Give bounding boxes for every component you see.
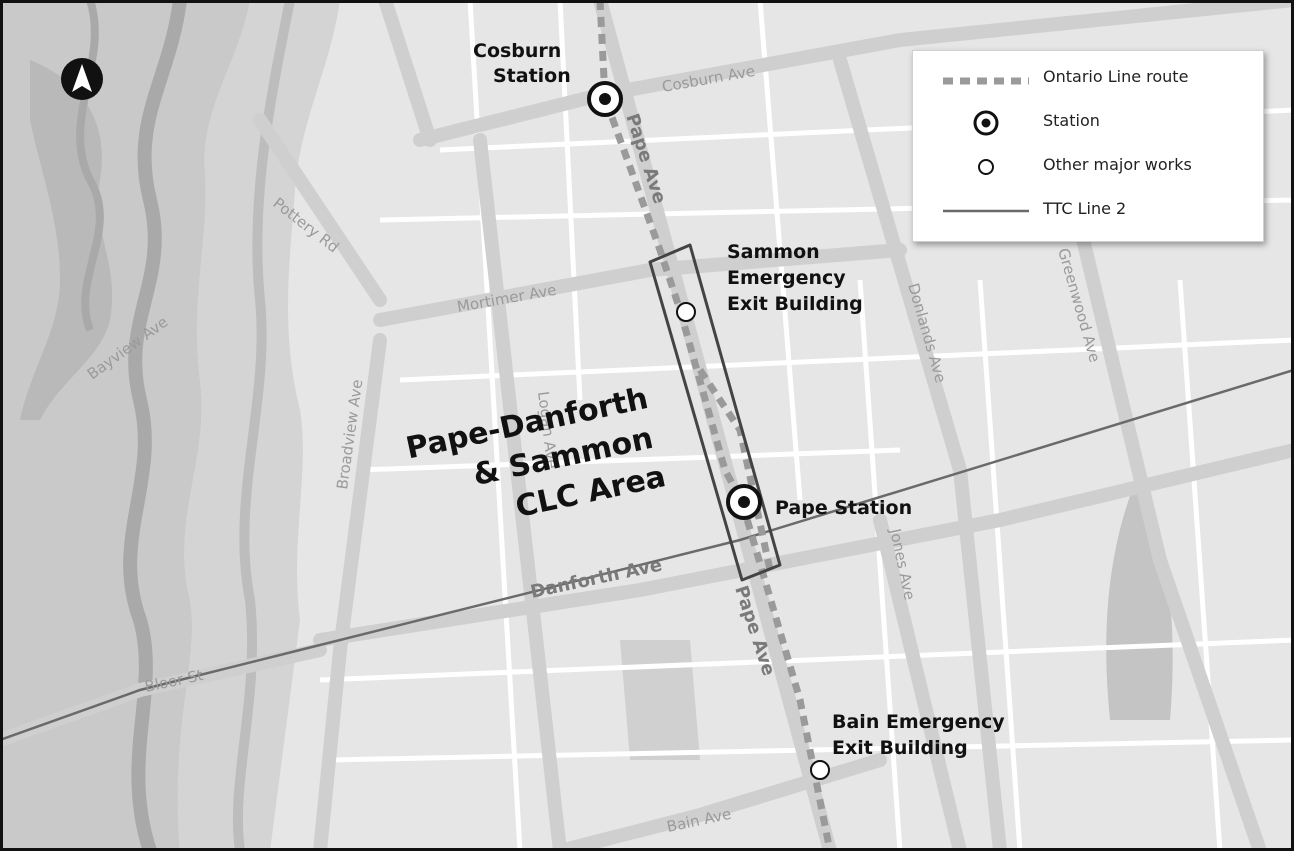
ontario-line-route xyxy=(596,0,834,852)
legend-label-station: Station xyxy=(1043,111,1100,130)
pape-station-label: Pape Station xyxy=(775,497,912,519)
ttc-line-2 xyxy=(0,368,1294,742)
bain-exit-label-line2: Exit Building xyxy=(832,737,968,759)
ttc-line-2-icon xyxy=(943,209,1029,213)
ontario-line-spur xyxy=(697,368,774,571)
sammon-exit-label-line3: Exit Building xyxy=(727,293,863,315)
small-park xyxy=(620,640,700,760)
other-major-works-icon xyxy=(978,159,994,175)
legend-item-works: Other major works xyxy=(913,147,1263,187)
station-icon xyxy=(973,110,999,136)
sammon-exit-label-line2: Emergency xyxy=(727,267,846,289)
clc-area-outline xyxy=(648,243,782,582)
bain-exit-label-line1: Bain Emergency xyxy=(832,711,1005,733)
pape-station-marker[interactable] xyxy=(726,484,762,520)
north-arrow-icon xyxy=(61,58,103,100)
cosburn-station-label-line2: Station xyxy=(493,65,571,87)
sammon-exit-label-line1: Sammon xyxy=(727,241,820,263)
don-valley-parkway xyxy=(233,0,295,852)
legend-item-ttc: TTC Line 2 xyxy=(913,191,1263,231)
river-tributary xyxy=(76,0,104,332)
cosburn-station-label-line1: Cosburn xyxy=(473,40,561,62)
sammon-exit-marker[interactable] xyxy=(676,302,696,322)
legend-item-route: Ontario Line route xyxy=(913,59,1263,99)
cosburn-station-marker[interactable] xyxy=(587,81,623,117)
ontario-line-route-icon xyxy=(943,77,1029,85)
legend-item-station: Station xyxy=(913,103,1263,143)
legend-label-route: Ontario Line route xyxy=(1043,67,1189,86)
legend-label-works: Other major works xyxy=(1043,155,1192,174)
bain-exit-marker[interactable] xyxy=(810,760,830,780)
legend-label-ttc: TTC Line 2 xyxy=(1043,199,1127,218)
legend: Ontario Line route Station Other major w… xyxy=(912,50,1264,242)
